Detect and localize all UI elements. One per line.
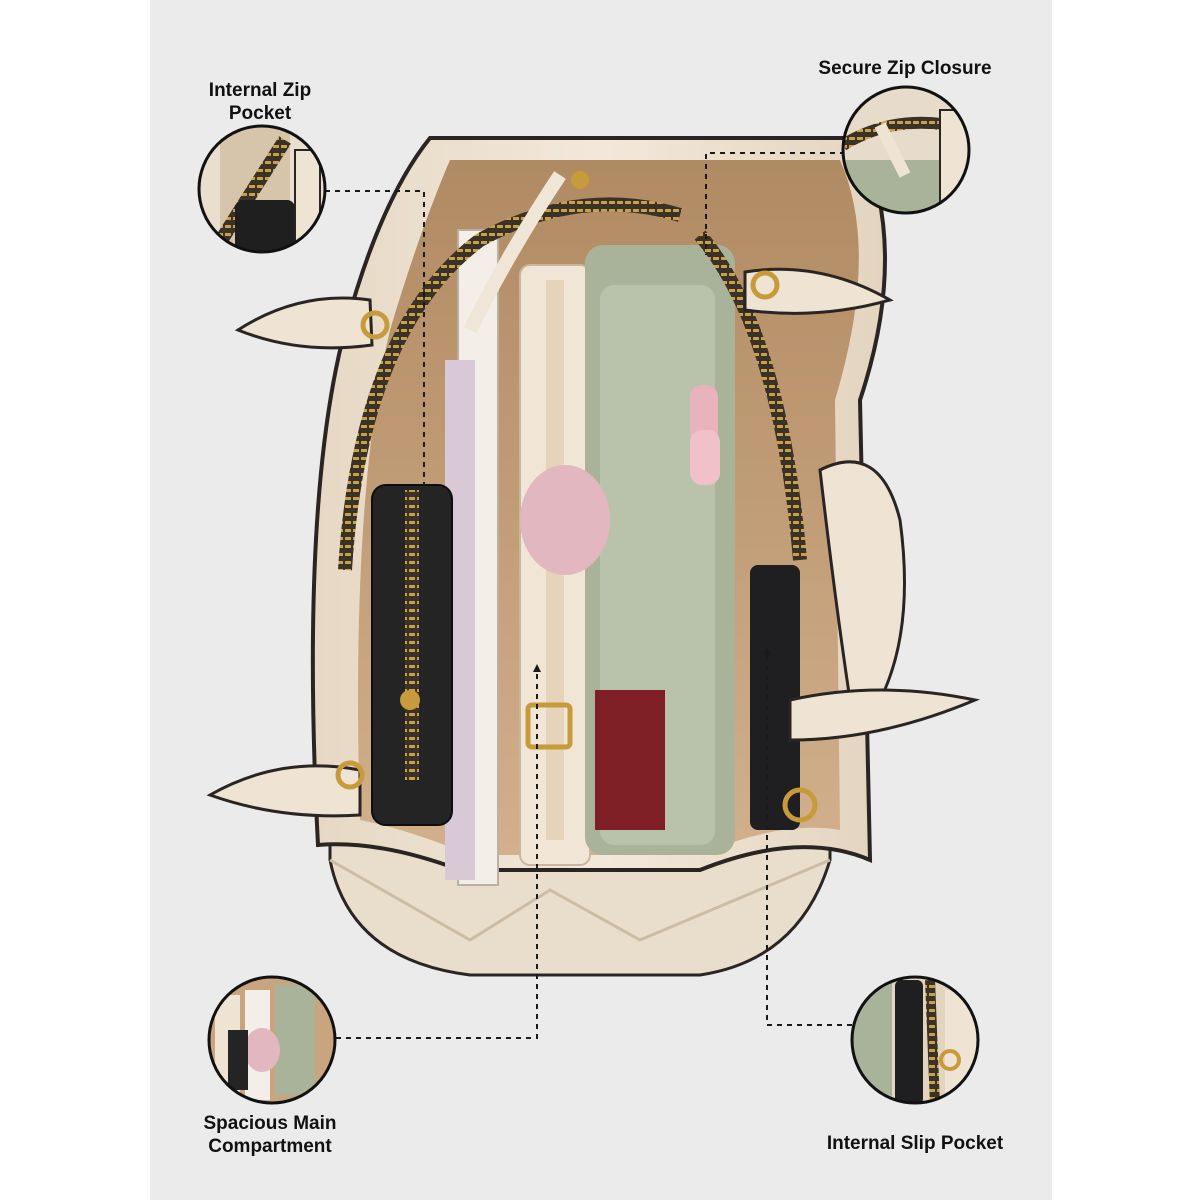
inset-internal-slip-pocket bbox=[850, 975, 980, 1105]
label-spacious-main-compartment: Spacious Main Compartment bbox=[203, 1113, 337, 1157]
label-secure-zip-closure: Secure Zip Closure bbox=[818, 58, 992, 79]
inset-internal-zip-pocket bbox=[197, 124, 327, 254]
bag-contents bbox=[371, 229, 906, 886]
inset-spacious-main-compartment bbox=[207, 975, 337, 1105]
callout-leaders bbox=[325, 152, 852, 1039]
label-internal-zip-pocket: Internal Zip Pocket bbox=[208, 80, 312, 124]
leader-arrowheads bbox=[533, 647, 771, 672]
zipper-main bbox=[338, 171, 807, 571]
label-internal-slip-pocket: Internal Slip Pocket bbox=[826, 1133, 1004, 1154]
handle-tabs bbox=[206, 267, 981, 823]
inset-secure-zip-closure bbox=[841, 85, 971, 215]
